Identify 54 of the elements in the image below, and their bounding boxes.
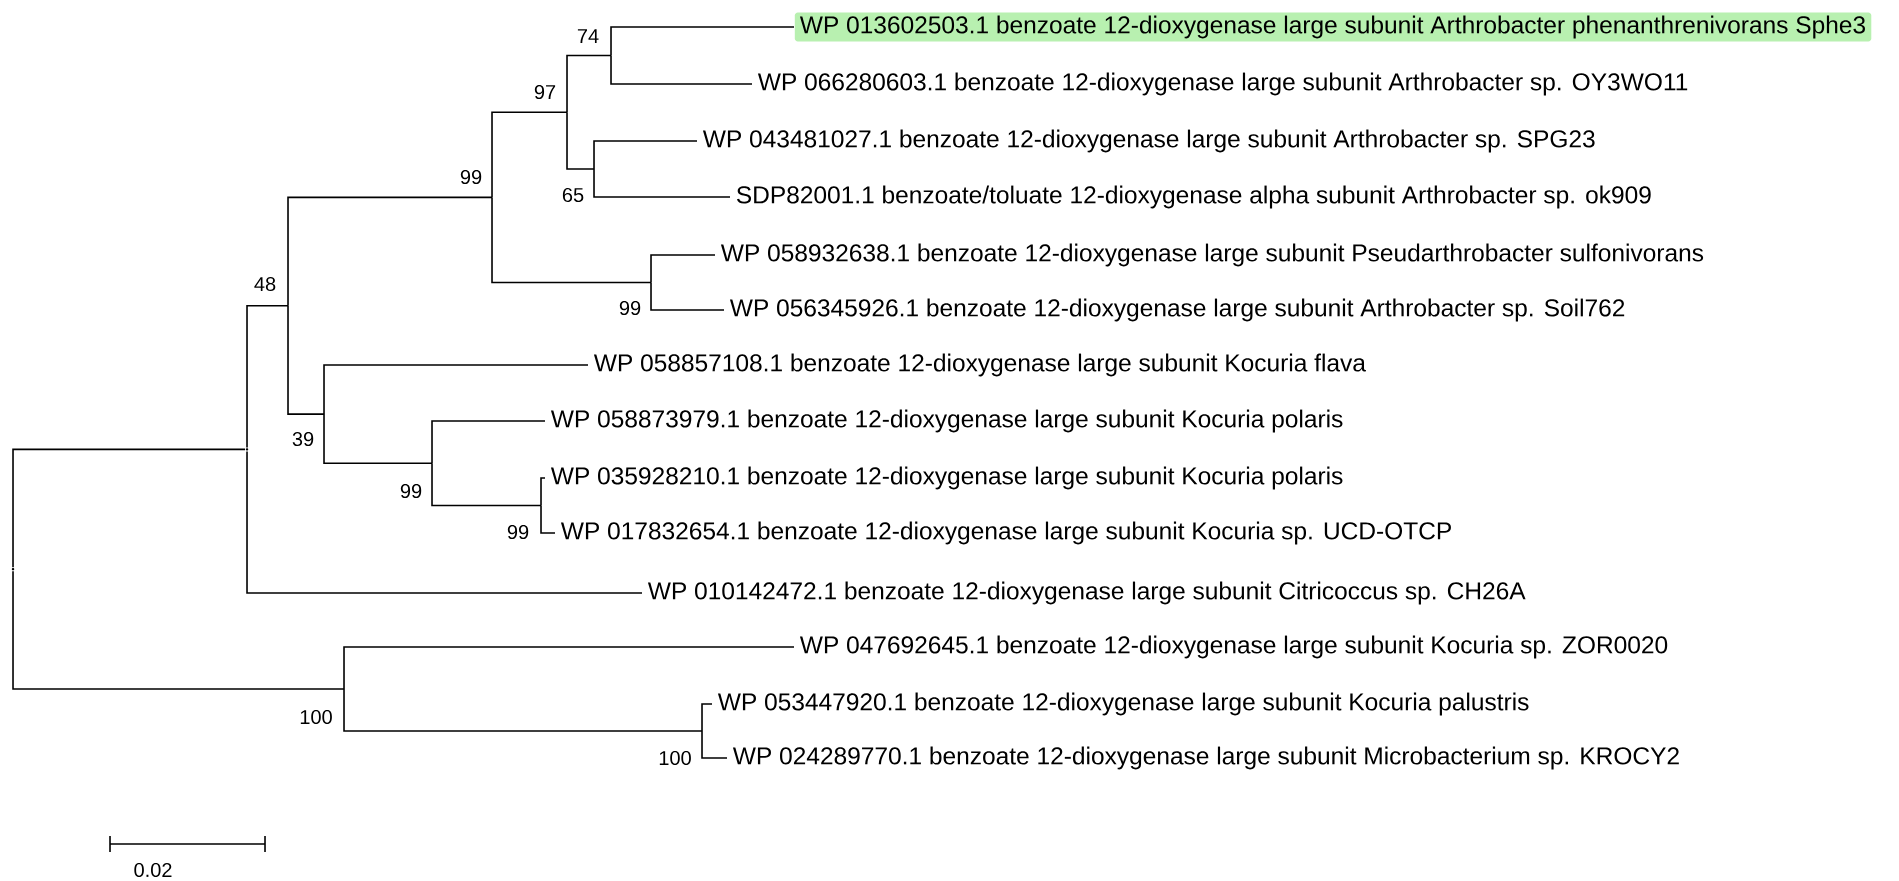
sequence-label: WP 058873979.1 benzoate 12-dioxygenase large subunit Kocuria polaris — [550, 409, 1343, 433]
tree-branch — [491, 111, 568, 199]
scale-label: 0.02 — [134, 862, 172, 878]
sequence-label: SDP82001.1 benzoate/toluate 12-dioxygenase alpha subunit Arthrobacter sp. ok909 — [736, 185, 1651, 209]
branch-point — [245, 448, 249, 451]
sequence-label: WP 058932638.1 benzoate 12-dioxygenase large subunit Pseudarthrobacter sulfonivorans — [720, 243, 1704, 267]
tree-branch — [431, 462, 542, 507]
tree-branch — [491, 196, 652, 284]
branch-point — [11, 568, 15, 571]
tree-branch — [701, 703, 713, 732]
tree-branch — [650, 281, 725, 311]
bootstrap-value: 99 — [619, 300, 641, 316]
bootstrap-value: 99 — [507, 524, 529, 540]
sequence-label: WP 058857108.1 benzoate 12-dioxygenase large subunit Kocuria flava — [593, 353, 1366, 377]
sequence-label: WP 010142472.1 benzoate 12-dioxygenase large subunit Citricoccus sp. CH26A — [647, 581, 1526, 605]
bootstrap-value: 65 — [562, 187, 584, 203]
bootstrap-value: 97 — [534, 84, 556, 100]
tree-branch — [566, 111, 595, 170]
tree-branch — [610, 54, 753, 85]
tree-branch — [246, 305, 289, 449]
tree-branch — [566, 54, 612, 113]
sequence-label: WP 047692645.1 benzoate 12-dioxygenase large subunit Kocuria sp. ZOR0020 — [799, 635, 1668, 659]
bootstrap-value: 100 — [300, 709, 332, 725]
tree-branch — [287, 305, 325, 415]
tree-branch — [343, 688, 703, 732]
tree-branch — [593, 168, 731, 198]
bootstrap-value: 99 — [460, 169, 482, 185]
tree-branch — [431, 420, 546, 464]
tree-branch — [12, 570, 345, 690]
tree-branch — [701, 730, 728, 759]
sequence-label: WP 024289770.1 benzoate 12-dioxygenase large subunit Microbacterium sp. KROCY2 — [732, 746, 1679, 770]
sequence-label: WP 053447920.1 benzoate 12-dioxygenase large subunit Kocuria palustris — [717, 692, 1529, 716]
tree-branch — [12, 448, 246, 568]
sequence-label: WP 013602503.1 benzoate 12-dioxygenase large subunit Arthrobacter phenanthrenivorans Sphe3 — [794, 12, 1872, 42]
tree-branch — [323, 413, 433, 464]
sequence-label: WP 066280603.1 benzoate 12-dioxygenase large subunit Arthrobacter sp. OY3WO11 — [757, 72, 1688, 96]
tree-branch — [650, 254, 716, 284]
tree-branch — [343, 646, 795, 690]
bootstrap-value: 39 — [292, 431, 314, 447]
tree-branch — [593, 140, 698, 170]
sequence-label: WP 043481027.1 benzoate 12-dioxygenase large subunit Arthrobacter sp. SPG23 — [702, 129, 1595, 153]
sequence-label: WP 017832654.1 benzoate 12-dioxygenase large subunit Kocuria sp. UCD-OTCP — [560, 521, 1451, 545]
tree-branch — [287, 196, 493, 307]
bootstrap-value: 74 — [577, 29, 599, 43]
tree-branch — [246, 450, 643, 594]
tree-branch — [323, 364, 589, 415]
tree-branch — [540, 504, 556, 534]
sequence-label: WP 035928210.1 benzoate 12-dioxygenase large subunit Kocuria polaris — [550, 466, 1343, 490]
bootstrap-value: 100 — [659, 750, 691, 766]
sequence-label: WP 056345926.1 benzoate 12-dioxygenase large subunit Arthrobacter sp. Soil762 — [729, 298, 1625, 322]
tree-branch — [610, 26, 795, 57]
bootstrap-value: 48 — [254, 276, 276, 292]
bootstrap-value: 99 — [400, 483, 422, 499]
tree-branch — [540, 477, 546, 507]
